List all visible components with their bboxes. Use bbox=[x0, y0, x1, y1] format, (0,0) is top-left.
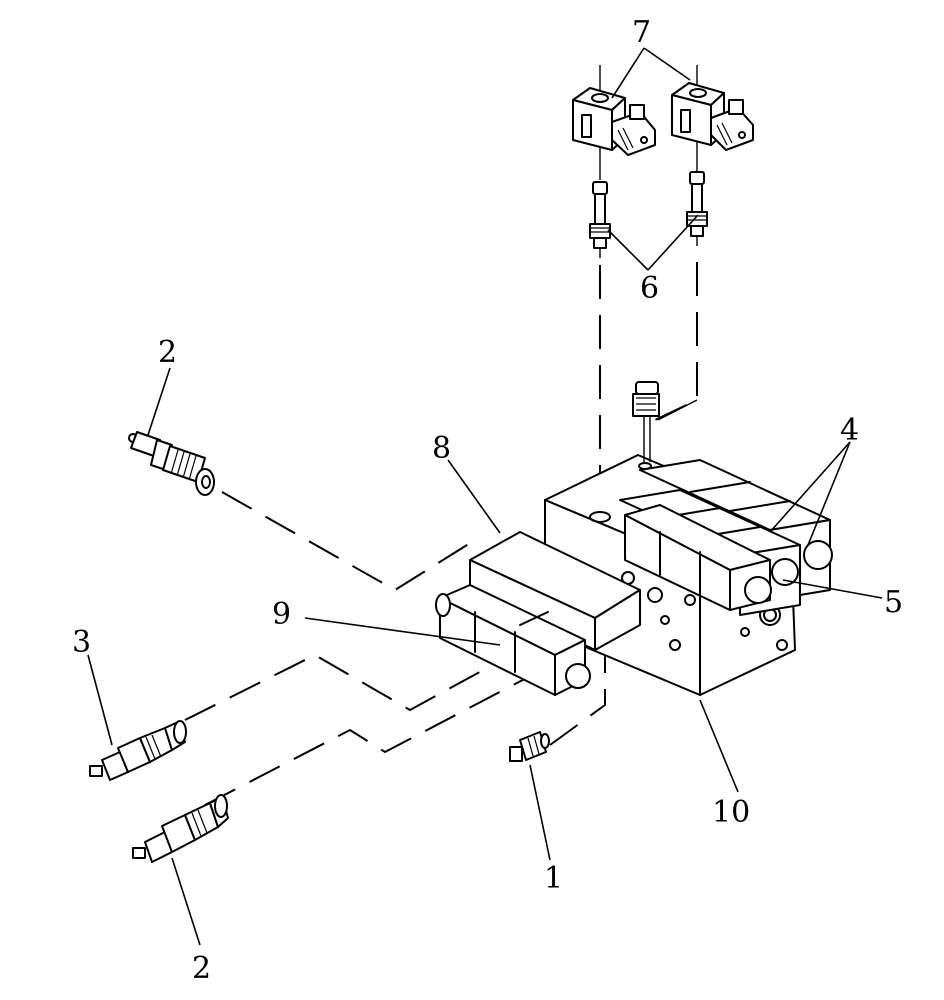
callout-10: 10 bbox=[712, 795, 750, 830]
callout-8: 8 bbox=[432, 431, 451, 466]
callout-2-top: 2 bbox=[158, 335, 177, 370]
valve-bank-right bbox=[619, 459, 833, 616]
callout-1: 1 bbox=[544, 861, 563, 896]
callout-7: 7 bbox=[632, 15, 651, 50]
solenoid-stem-right bbox=[686, 171, 708, 246]
valve-body-left bbox=[435, 531, 641, 696]
callout-6: 6 bbox=[640, 271, 659, 306]
callout-labels: 7 6 2 8 4 5 9 3 10 1 2 bbox=[72, 15, 903, 986]
cartridge-valve-3 bbox=[89, 720, 187, 781]
cartridge-valve-2-top bbox=[128, 431, 215, 496]
callout-5: 5 bbox=[884, 585, 903, 620]
callout-3: 3 bbox=[72, 625, 91, 660]
callout-9: 9 bbox=[272, 597, 291, 632]
cartridge-valve-2-bottom bbox=[132, 794, 229, 863]
callout-4: 4 bbox=[840, 413, 859, 448]
solenoid-coil-left bbox=[572, 65, 656, 180]
solenoid-coil-right bbox=[671, 65, 754, 175]
pressure-sensor-top bbox=[632, 381, 698, 462]
solenoid-stem-left bbox=[589, 181, 611, 258]
callout-2-bottom: 2 bbox=[192, 951, 211, 986]
fitting-1 bbox=[509, 731, 550, 762]
leader-lines bbox=[87, 47, 883, 946]
